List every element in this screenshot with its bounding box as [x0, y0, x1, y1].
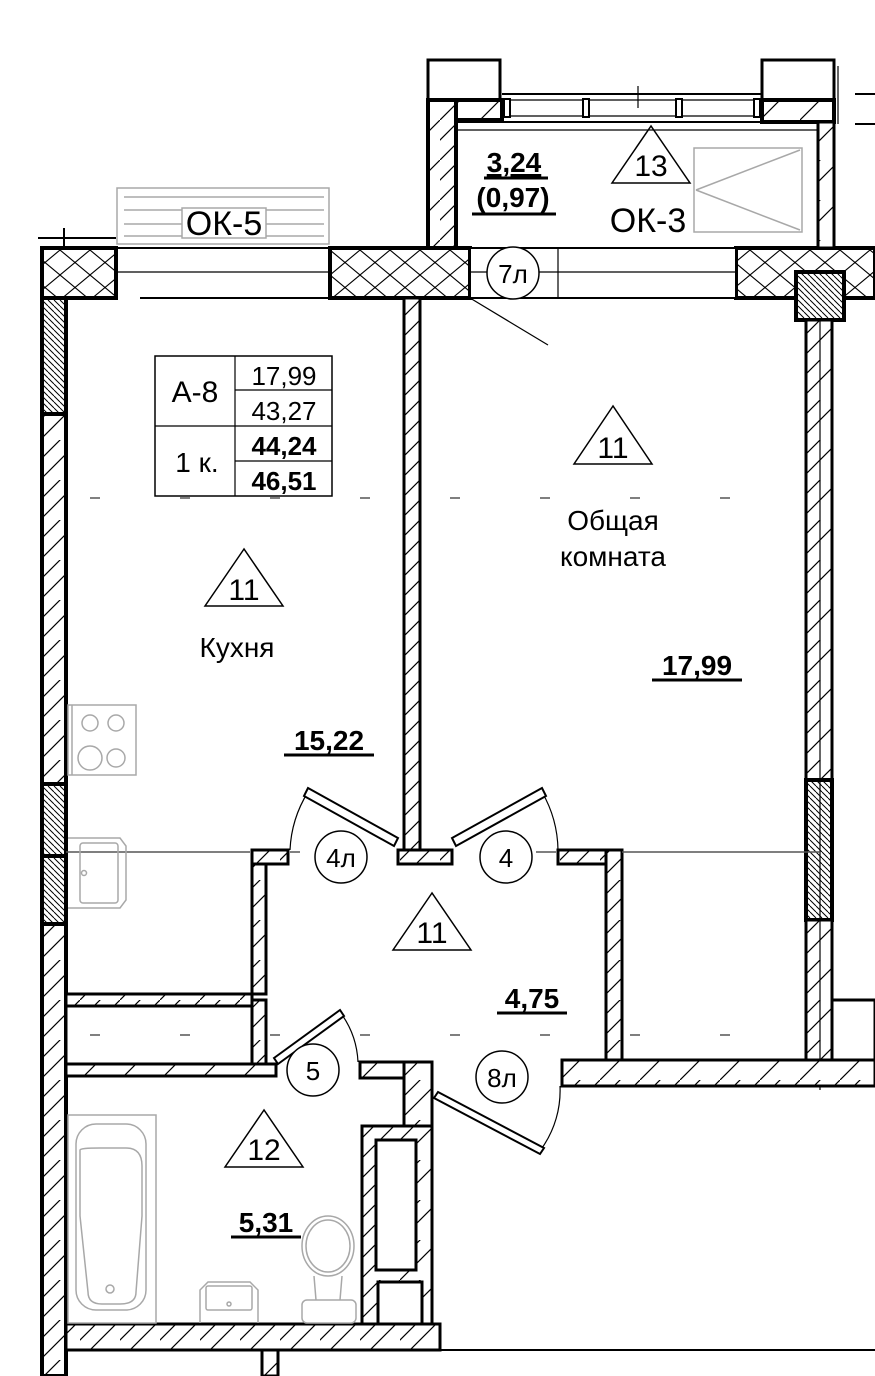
room-name-living-line2: комната	[560, 541, 666, 572]
room-area-bathroom: 5,31	[239, 1207, 294, 1238]
apartment-code: A-8	[172, 376, 219, 409]
svg-text:4: 4	[499, 843, 513, 873]
finish-mark-kitchen: 11	[203, 547, 285, 607]
svg-text:11: 11	[228, 574, 259, 607]
svg-text:11: 11	[416, 917, 447, 950]
door-living	[450, 786, 559, 851]
svg-text:12: 12	[247, 1134, 280, 1167]
sink-icon	[68, 837, 127, 909]
bathroom-walls	[64, 1092, 875, 1376]
door-mark-kitchen: 4л	[314, 830, 368, 884]
room-area-living: 17,99	[662, 650, 732, 681]
room-area-kitchen: 15,22	[294, 725, 364, 756]
stove-icon	[67, 704, 137, 776]
svg-text:4л: 4л	[326, 843, 356, 873]
svg-text:13: 13	[634, 150, 667, 183]
door-mark-entrance: 8л	[475, 1050, 529, 1104]
finish-mark-bathroom: 12	[223, 1108, 305, 1168]
svg-text:11: 11	[597, 432, 628, 465]
balcony	[426, 58, 875, 250]
axis-lines	[66, 297, 820, 1036]
door-entrance	[432, 1085, 561, 1156]
area-without-balcony-value: 43,27	[251, 396, 316, 426]
svg-text:8л: 8л	[487, 1063, 517, 1093]
washbasin-icon	[199, 1281, 259, 1323]
door-bathroom	[272, 1008, 359, 1066]
toilet-icon	[301, 1215, 357, 1324]
balcony-area: 3,24	[487, 147, 542, 178]
exterior-wall-left	[40, 296, 68, 1376]
room-count: 1 к.	[175, 447, 218, 478]
living-area-value: 17,99	[251, 361, 316, 391]
door-mark-bathroom: 5	[286, 1043, 340, 1097]
total-area-value: 44,24	[251, 431, 317, 461]
svg-text:5: 5	[306, 1056, 320, 1086]
partition-kitchen-living	[402, 296, 422, 856]
window-code-ok-3: ОК-3	[610, 202, 686, 240]
door-mark-living: 4	[479, 830, 533, 884]
room-area-hall: 4,75	[505, 983, 560, 1014]
finish-mark-living: 11	[572, 404, 654, 465]
exterior-wall-right	[804, 318, 875, 1090]
apartment-table: A-8 1 к. 17,99 43,27 44,24 46,51	[154, 355, 333, 497]
bathtub-icon	[67, 1114, 157, 1324]
window-code-ok-5: ОК-5	[186, 205, 262, 243]
door-mark-balcony: 7л	[486, 246, 540, 300]
finish-mark-balcony: 13	[610, 124, 692, 184]
room-name-kitchen: Кухня	[200, 632, 275, 663]
total-area-with-balcony-value: 46,51	[251, 466, 316, 496]
window-ok-5: ОК-5	[116, 187, 330, 245]
room-name-living-line1: Общая	[567, 505, 659, 536]
svg-text:7л: 7л	[498, 259, 528, 289]
hall-walls	[64, 848, 875, 1138]
door-kitchen	[289, 786, 400, 851]
finish-mark-hall: 11	[391, 891, 473, 951]
column	[794, 270, 846, 322]
balcony-area-reduced: (0,97)	[476, 182, 549, 213]
